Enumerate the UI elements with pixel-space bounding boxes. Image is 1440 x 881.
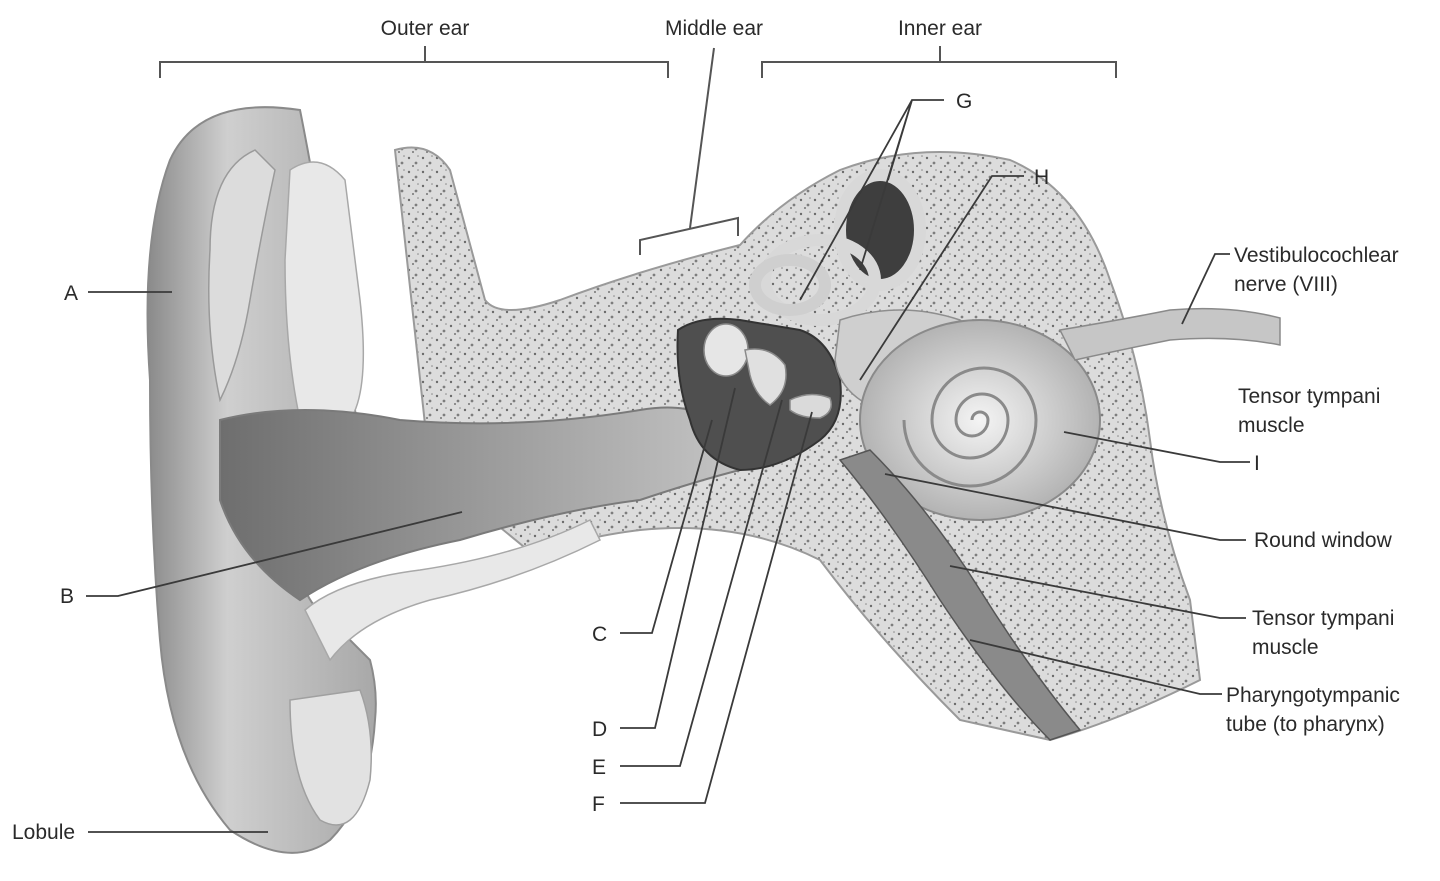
leader-c: [620, 419, 713, 634]
label-h: H: [1034, 166, 1049, 189]
leader-round-window: [884, 473, 1246, 541]
leader-lines: [86, 99, 1250, 833]
stapes: [789, 393, 832, 419]
cochlea: [859, 319, 1101, 521]
middle-ear-bracket: [639, 47, 739, 255]
lobule-shape: [289, 689, 372, 826]
label-f: F: [592, 793, 605, 816]
label-tensor-lower-line2: muscle: [1252, 636, 1319, 659]
lateral-canal: [749, 254, 831, 316]
middle-ear-label: Middle ear: [665, 17, 763, 40]
helix-inner-fold: [208, 149, 276, 403]
label-e: E: [592, 756, 606, 779]
leader-e: [620, 399, 783, 767]
inner-ear-label: Inner ear: [898, 17, 982, 40]
posterior-canal: [759, 234, 881, 326]
pharyngotympanic-tube: [838, 449, 1082, 741]
malleus: [703, 323, 749, 377]
outer-ear-bracket: [159, 46, 669, 78]
outer-ear-label: Outer ear: [381, 17, 470, 40]
label-tensor-lower-line1: Tensor tympani: [1252, 607, 1394, 630]
label-a: A: [64, 282, 78, 305]
label-i: I: [1254, 452, 1260, 475]
label-c: C: [592, 623, 607, 646]
anterior-canal: [834, 169, 926, 291]
incus: [744, 348, 787, 406]
auricular-cartilage-lower: [304, 518, 602, 662]
leader-i: [1063, 431, 1250, 463]
region-brackets: [159, 46, 1117, 255]
label-round-window: Round window: [1254, 529, 1393, 552]
label-pharyngo-line2: tube (to pharynx): [1226, 713, 1385, 736]
label-g: G: [956, 90, 972, 113]
leader-pharyngo: [969, 639, 1222, 695]
leader-f: [620, 411, 813, 804]
label-pharyngo-line1: Pharyngotympanic: [1226, 684, 1400, 707]
label-b: B: [60, 585, 74, 608]
inner-ear-bracket: [761, 46, 1117, 78]
label-tensor-upper-line2: muscle: [1238, 414, 1305, 437]
leader-tensor-lower: [949, 565, 1246, 619]
label-d: D: [592, 718, 607, 741]
label-vestibulocochlear-line1: Vestibulocochlear: [1234, 244, 1399, 267]
leader-h: [859, 175, 1024, 381]
label-tensor-upper-line1: Tensor tympani: [1238, 385, 1380, 408]
leader-vestibulocochlear: [1181, 253, 1230, 325]
vestibulocochlear-nerve: [1058, 307, 1281, 361]
label-vestibulocochlear-line2: nerve (VIII): [1234, 273, 1338, 296]
leader-g: [799, 99, 944, 301]
cochlea-body: [859, 319, 1101, 521]
label-lobule: Lobule: [12, 821, 75, 844]
leader-d: [620, 387, 736, 729]
cochlea-spiral: [902, 366, 1038, 488]
leader-b: [86, 511, 463, 597]
auricular-cartilage-upper: [284, 161, 365, 431]
